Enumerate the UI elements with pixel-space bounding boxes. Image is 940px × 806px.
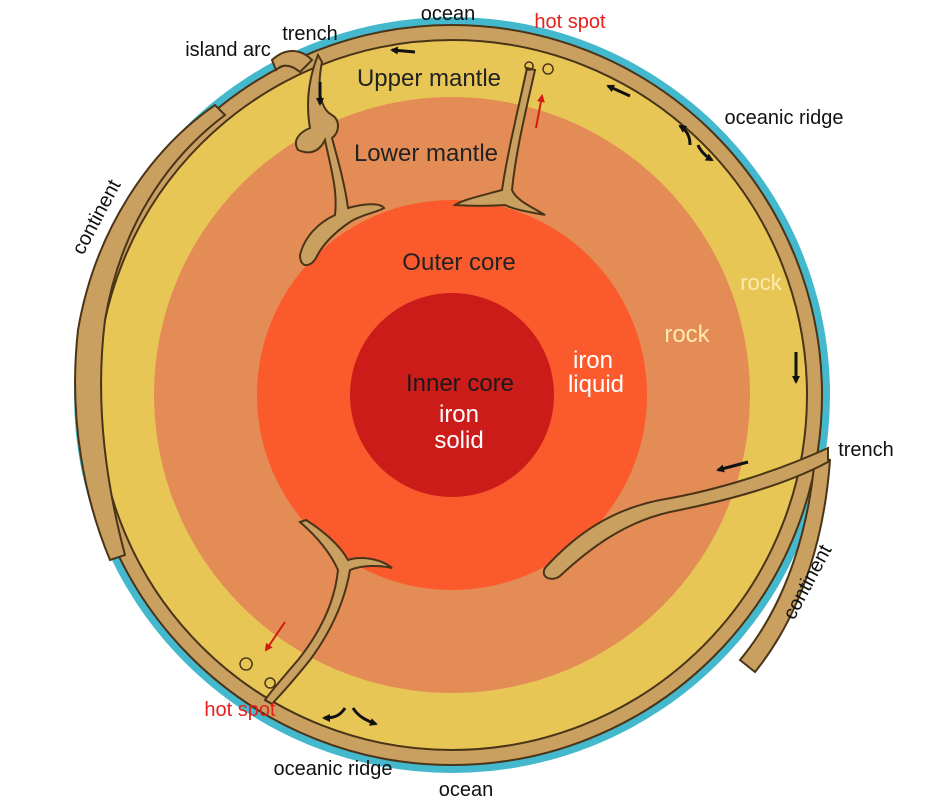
trench-top-label: trench (282, 23, 338, 45)
lower-mantle-label: Lower mantle (354, 140, 498, 167)
outer-core-label: Outer core (402, 249, 515, 276)
ocean-top-label: ocean (421, 3, 476, 25)
inner-core-label: Inner core (406, 370, 514, 397)
mantle-plume-bottom (263, 518, 393, 706)
arrow-ridge-bottom-right (351, 707, 378, 726)
island-arc-shape (270, 50, 314, 74)
rock-upper-label: rock (740, 270, 783, 295)
oceanic-ridge-right-label: oceanic ridge (725, 107, 844, 129)
arrow-hot-spot-top (535, 94, 545, 129)
inner-core-layer (350, 293, 554, 497)
arrow-ridge-right-2 (696, 144, 714, 162)
hot-spot-swirl-bottom-1 (239, 657, 253, 671)
iron-liquid-label-2: liquid (568, 371, 624, 398)
hot-spot-swirl-bottom-2 (264, 677, 276, 689)
upper-mantle-label: Upper mantle (357, 65, 501, 92)
subducting-slab-right (542, 446, 829, 580)
arrow-ridge-right (678, 124, 692, 146)
iron-liquid-label-1: iron (573, 347, 613, 374)
arrow-slab-right (716, 460, 749, 473)
continent-right-shape (738, 453, 832, 674)
hot-spot-top-label: hot spot (534, 11, 606, 33)
mantle-plume-top (452, 66, 546, 216)
rock-lower-label: rock (664, 321, 710, 348)
iron-solid-label-2: solid (434, 427, 483, 454)
subducting-slab-top (294, 52, 386, 267)
iron-solid-label-1: iron (439, 401, 479, 428)
arrow-upper-left (390, 46, 416, 55)
ocean-bottom-label: ocean (439, 779, 494, 801)
continent-left-shape (74, 103, 227, 562)
arrow-upper-right (606, 84, 631, 98)
hot-spot-swirl-top-2 (542, 63, 554, 75)
oceanic-ridge-bottom-label: oceanic ridge (274, 758, 393, 780)
island-arc-label: island arc (185, 39, 271, 61)
arrow-hot-spot-bottom (264, 621, 286, 652)
trench-right-label: trench (838, 439, 894, 461)
hot-spot-bottom-label: hot spot (204, 699, 276, 721)
hot-spot-swirl-top-1 (524, 61, 534, 71)
arrow-ridge-bottom-left (322, 707, 347, 722)
